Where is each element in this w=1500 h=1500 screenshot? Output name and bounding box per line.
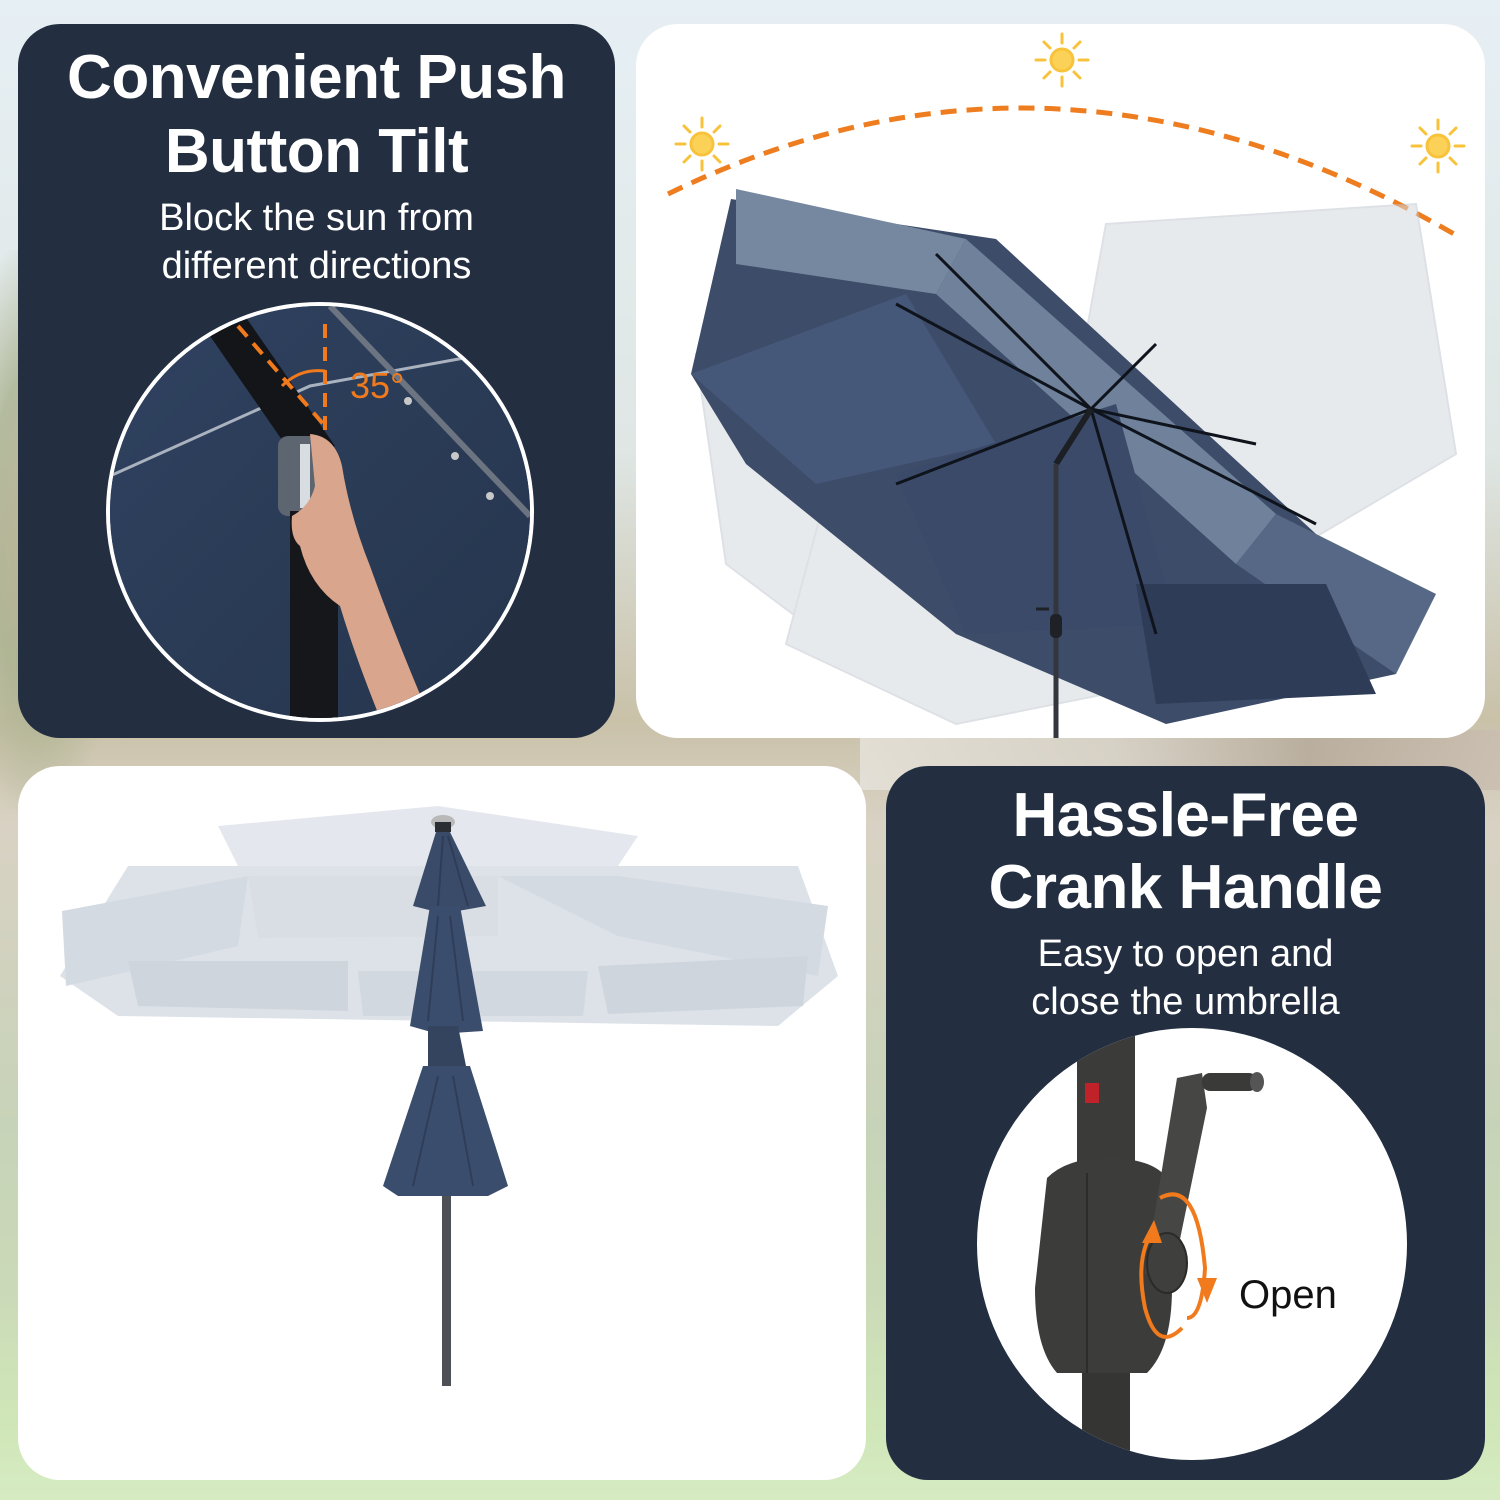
sun-icon <box>1034 32 1090 88</box>
crank-title-line2: Crank Handle <box>988 853 1383 922</box>
closed-umbrella-illustration <box>60 806 838 1386</box>
tilt-feature-panel: Convenient Push Button Tilt Block the su… <box>18 24 615 738</box>
tilt-title-line2: Button Tilt <box>164 117 469 186</box>
tilt-illustration <box>110 306 530 718</box>
sun-path-panel <box>636 24 1485 738</box>
crank-subtitle-line1: Easy to open and <box>1037 933 1334 975</box>
tilt-button-photo: 35° <box>106 302 534 722</box>
tilt-angle-label: 35° <box>350 365 405 406</box>
sun-icon <box>1410 118 1466 174</box>
crank-illustration <box>1035 1028 1264 1460</box>
crank-handle-photo: Open <box>977 1028 1407 1460</box>
crank-feature-panel: Hassle-Free Crank Handle Easy to open an… <box>886 766 1485 1480</box>
tilt-subtitle-line1: Block the sun from <box>159 197 474 239</box>
crank-title-line1: Hassle-Free <box>1012 781 1359 850</box>
open-direction-label: Open <box>1239 1273 1337 1317</box>
tilt-subtitle-line2: different directions <box>161 245 472 287</box>
tilt-title-line1: Convenient Push <box>67 43 566 112</box>
sun-path-illustration <box>666 105 1458 738</box>
sun-icon <box>674 116 730 172</box>
crank-subtitle-line2: close the umbrella <box>1031 981 1340 1023</box>
light-switch-icon <box>1085 1083 1099 1103</box>
closed-canopy <box>383 815 508 1196</box>
tilted-umbrella-canopy <box>691 189 1436 724</box>
closed-umbrella-panel <box>18 766 866 1480</box>
